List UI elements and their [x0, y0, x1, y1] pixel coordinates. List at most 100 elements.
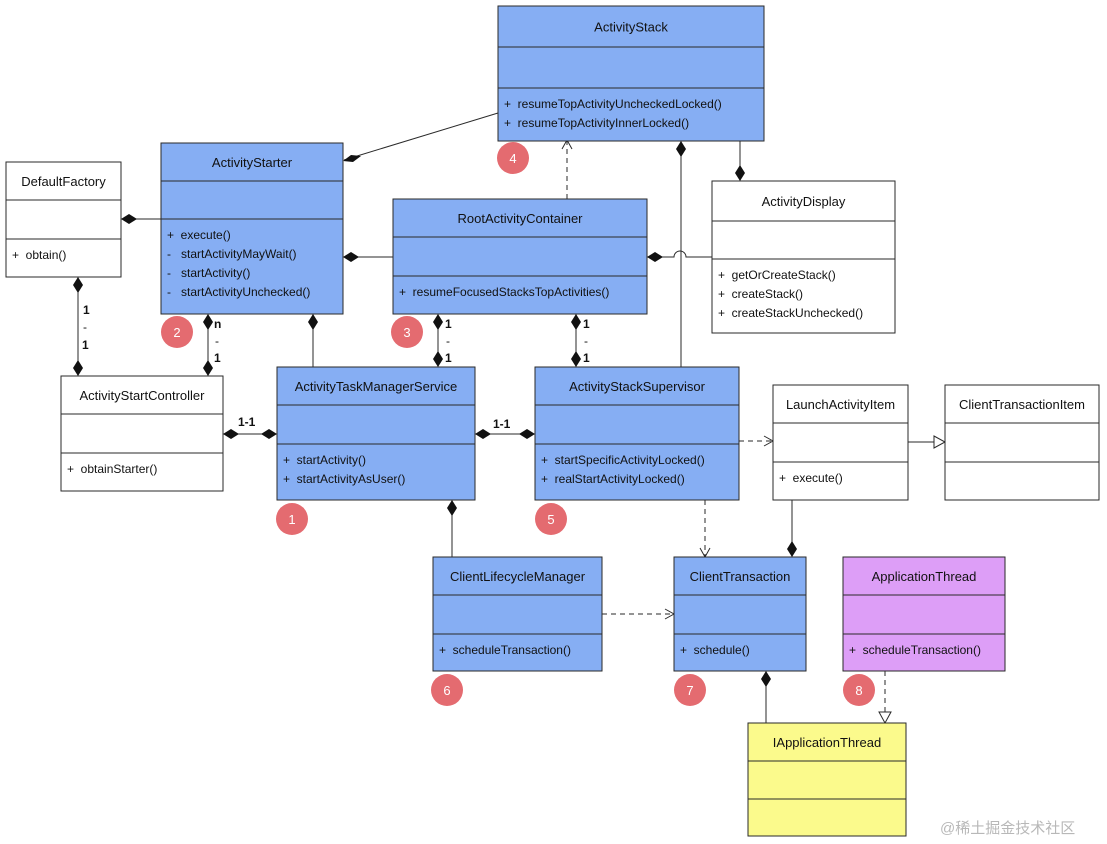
mult-df-one2: 1 [82, 338, 89, 352]
step-badge-6: 6 [431, 674, 463, 706]
badge-circle [276, 503, 308, 535]
diamond-factory-starter [121, 214, 137, 224]
class-client-transaction: ClientTransaction + schedule() [673, 556, 807, 672]
diamond-starter-atms [308, 314, 318, 330]
badge-number: 7 [686, 683, 693, 698]
class-box [772, 384, 909, 501]
class-name: ClientTransactionItem [959, 397, 1085, 412]
diamonds [73, 141, 797, 687]
class-activity-display: ActivityDisplay+ getOrCreateStack()+ cre… [711, 180, 896, 334]
mult-rac-dash: - [446, 334, 450, 348]
mult-rac-one2: 1 [445, 351, 452, 365]
class-box [276, 366, 476, 501]
step-badge-1: 1 [276, 503, 308, 535]
diamond-stack-display [735, 165, 745, 181]
class-operation: - startActivity() [167, 266, 250, 280]
class-operation: + realStartActivityLocked() [541, 472, 685, 486]
class-name: ActivityStarter [212, 155, 293, 170]
class-name: ApplicationThread [872, 569, 977, 584]
class-activity-stack-supervisor: ActivityStackSupervisor+ startSpecificAc… [534, 366, 740, 501]
step-badge-4: 4 [497, 142, 529, 174]
diamond-transaction-iapp [761, 671, 771, 687]
class-operation: + resumeTopActivityInnerLocked() [504, 116, 689, 130]
mult-ass-dash: - [584, 334, 588, 348]
mult-atms-ass: 1-1 [493, 417, 511, 431]
assoc-root-display [647, 250, 712, 258]
badge-number: 1 [288, 512, 295, 527]
diamond-factory-bottom [73, 360, 83, 376]
class-name: ActivityTaskManagerService [295, 379, 458, 394]
class-root-activity-container: RootActivityContainer+ resumeFocusedStac… [392, 198, 648, 315]
diamond-root-starter [343, 252, 359, 262]
diamond-root-atms-bottom [433, 351, 443, 367]
diamond-root-display [647, 252, 663, 262]
mult-as-one: 1 [214, 351, 221, 365]
diamond-starter-bottom [203, 360, 213, 376]
mult-as-n: n [214, 317, 221, 331]
class-name: LaunchActivityItem [786, 397, 895, 412]
class-box [497, 5, 765, 142]
class-operation: - startActivityMayWait() [167, 247, 297, 261]
diamond-stack-supervisor [676, 141, 686, 157]
diamond-controller-atms-left [223, 429, 239, 439]
class-operation: + startActivityAsUser() [283, 472, 405, 486]
class-operation: + execute() [779, 471, 843, 485]
assoc-starter-stack [343, 112, 499, 161]
class-name: ActivityDisplay [762, 194, 846, 209]
mult-ass-one: 1 [583, 317, 590, 331]
badge-circle [843, 674, 875, 706]
mult-rac-one: 1 [445, 317, 452, 331]
class-operation: + obtainStarter() [67, 462, 157, 476]
class-default-factory: DefaultFactory + obtain() [5, 161, 122, 278]
badge-number: 3 [403, 325, 410, 340]
step-badge-2: 2 [161, 316, 193, 348]
badge-number: 5 [547, 512, 554, 527]
badge-number: 6 [443, 683, 450, 698]
step-badge-8: 8 [843, 674, 875, 706]
class-name: IApplicationThread [773, 735, 881, 750]
class-box [392, 198, 648, 315]
step-badge-5: 5 [535, 503, 567, 535]
diamond-atms-sup-right [519, 429, 535, 439]
class-name: ClientLifecycleManager [450, 569, 586, 584]
class-box [60, 375, 224, 492]
class-box [5, 161, 122, 278]
mult-df-dash: - [83, 320, 87, 334]
class-name: ActivityStack [594, 20, 668, 35]
class-box [673, 556, 807, 672]
class-activity-start-controller: ActivityStartController+ obtainStarter() [60, 375, 224, 492]
class-operation: + startSpecificActivityLocked() [541, 453, 705, 467]
step-badge-3: 3 [391, 316, 423, 348]
class-name: DefaultFactory [21, 174, 106, 189]
class-client-lifecycle-manager: ClientLifecycleManager + scheduleTransact… [432, 556, 603, 672]
class-operation: + obtain() [12, 248, 66, 262]
diamond-factory-top [73, 277, 83, 293]
diamond-atms-sup-left [475, 429, 491, 439]
badge-circle [431, 674, 463, 706]
class-activity-task-manager-service: ActivityTaskManagerService + startActivit… [276, 366, 476, 501]
badge-circle [161, 316, 193, 348]
class-name: RootActivityContainer [458, 211, 584, 226]
class-operation: + scheduleTransaction() [439, 643, 571, 657]
badge-circle [497, 142, 529, 174]
class-name: ClientTransaction [690, 569, 791, 584]
mult-ass-one2: 1 [583, 351, 590, 365]
class-box [160, 142, 344, 315]
class-operation: + execute() [167, 228, 231, 242]
class-activity-stack: ActivityStack + resumeTopActivityUnchecke… [497, 5, 765, 142]
mult-df-one: 1 [83, 303, 90, 317]
badge-number: 4 [509, 151, 516, 166]
badges-layer: 1 2 3 4 5 6 7 8 [161, 142, 875, 706]
class-operation: + schedule() [680, 643, 750, 657]
diamond-root-atms-top [433, 314, 443, 330]
class-application-thread: ApplicationThread+ scheduleTransaction() [842, 556, 1006, 672]
diamond-starter-top [203, 314, 213, 330]
class-iapplication-thread: IApplicationThread [747, 722, 907, 837]
class-operation: - startActivityUnchecked() [167, 285, 310, 299]
class-operation: + resumeTopActivityUncheckedLocked() [504, 97, 722, 111]
class-launch-activity-item: LaunchActivityItem + execute() [772, 384, 909, 501]
class-box [711, 180, 896, 334]
class-box [432, 556, 603, 672]
badge-circle [535, 503, 567, 535]
